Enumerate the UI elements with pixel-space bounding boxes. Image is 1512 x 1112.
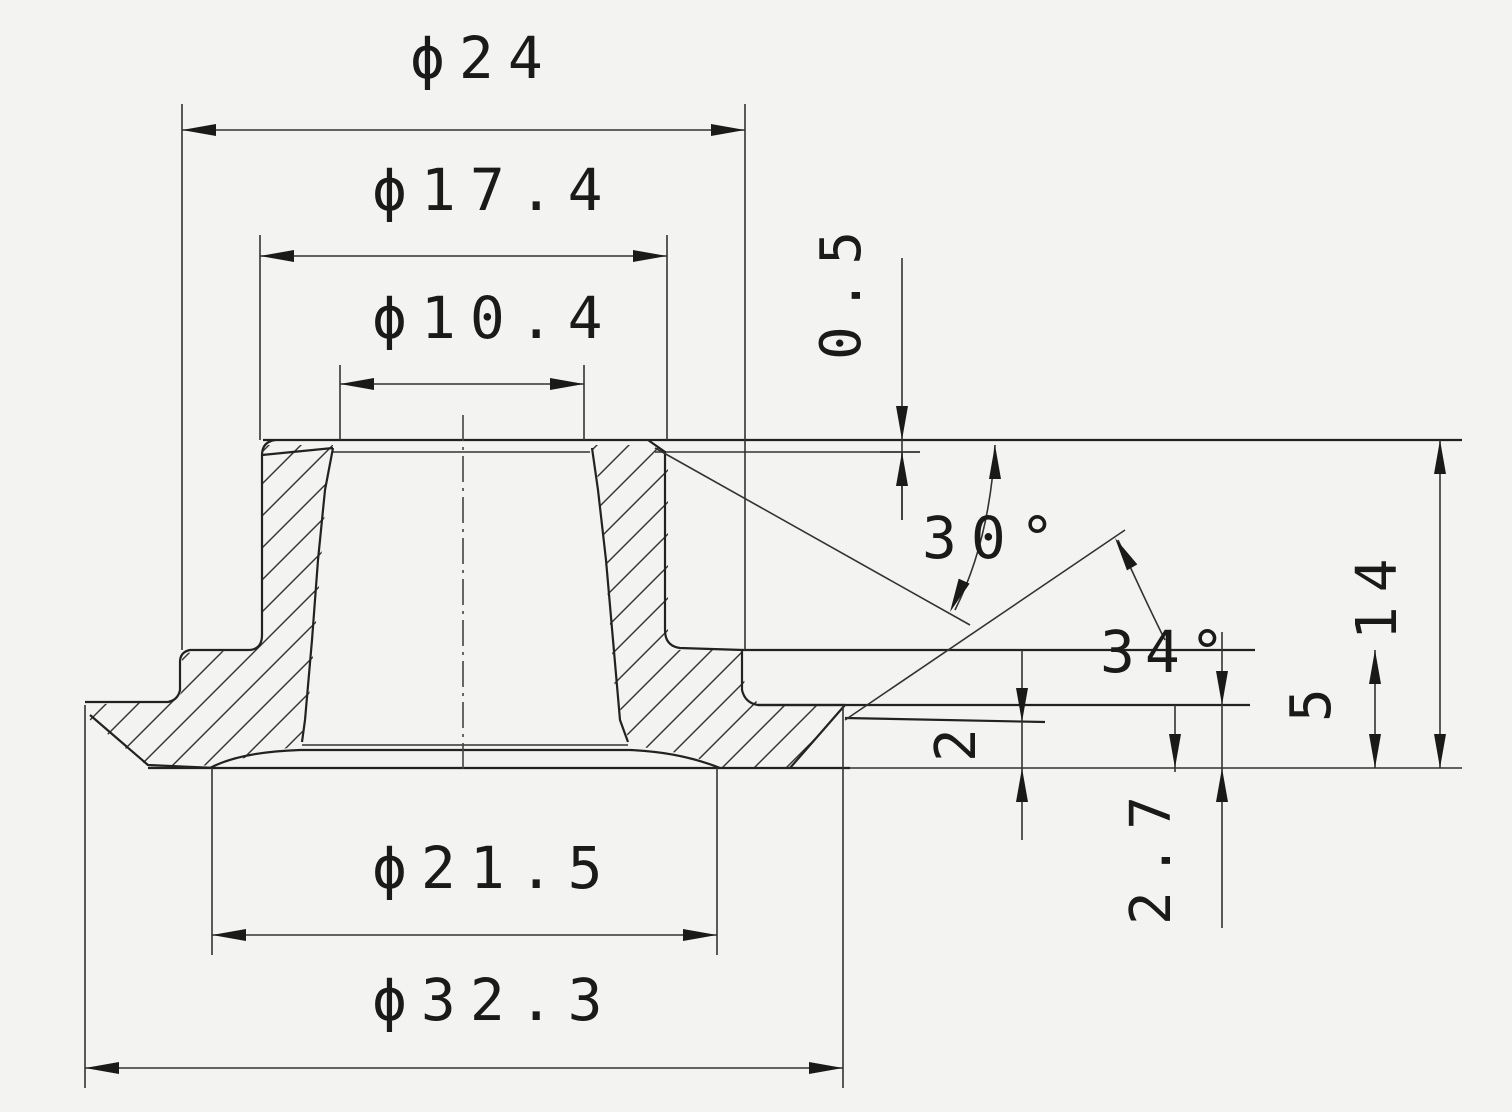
dim-dia-17-4: ϕ17.4: [372, 156, 617, 224]
dim-dia-24: ϕ24: [410, 24, 557, 92]
arrowhead: [85, 1062, 119, 1074]
arrowhead: [809, 1062, 843, 1074]
arrowhead: [1216, 671, 1228, 705]
dim-height-2: 2: [924, 714, 989, 762]
arrowhead: [1016, 688, 1028, 722]
dim-height-5: 5: [1279, 674, 1344, 722]
section-hatching-left: [85, 445, 333, 768]
arrowhead: [633, 250, 667, 262]
arrowhead: [896, 406, 908, 440]
dim-height-14: 14: [1345, 545, 1410, 640]
extension-lines: [84, 104, 1462, 1088]
arrowhead: [182, 124, 216, 136]
arrowhead: [1434, 440, 1446, 474]
arrowhead: [683, 929, 717, 941]
dim-angle-34: 34°: [1100, 618, 1235, 686]
arrowhead: [989, 445, 1001, 479]
arrowhead: [1115, 538, 1138, 571]
arrowhead: [711, 124, 745, 136]
dim-dia-32-3: ϕ32.3: [372, 966, 617, 1034]
arrowhead: [1369, 650, 1381, 684]
dim-height-2-7: 2.7: [1119, 782, 1184, 925]
dim-dia-10-4: ϕ10.4: [372, 284, 617, 352]
arrowhead: [896, 452, 908, 486]
dim-angle-30: 30°: [922, 504, 1069, 572]
arrowhead: [212, 929, 246, 941]
arrowhead: [950, 578, 970, 612]
dim-height-0-5: 0.5: [809, 217, 874, 360]
part-outline: [85, 438, 1462, 770]
dim-dia-21-5: ϕ21.5: [372, 834, 617, 902]
dimension-lines: [85, 124, 1446, 1074]
arrowhead: [1369, 734, 1381, 768]
section-hatching-right: [590, 445, 845, 768]
arrowhead: [1216, 768, 1228, 802]
arrowhead: [1169, 734, 1181, 768]
arrowhead: [550, 378, 584, 390]
arrowhead: [340, 378, 374, 390]
arrowhead: [1434, 734, 1446, 768]
arrowhead: [1016, 768, 1028, 802]
arrowhead: [260, 250, 294, 262]
